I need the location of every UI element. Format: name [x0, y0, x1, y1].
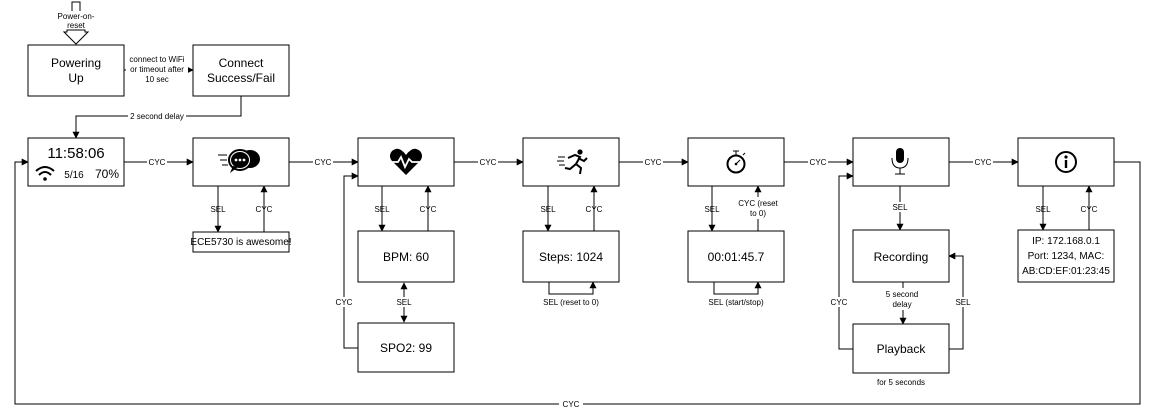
state-connect: Connect Success/Fail — [192, 44, 290, 97]
cyc-label-heart: CYC — [420, 205, 437, 214]
sel-label-stopwatch: SEL — [704, 205, 720, 214]
cyc-label-playback: CYC — [831, 298, 848, 307]
sel-label-message: SEL — [210, 205, 226, 214]
state-steps-icon — [522, 137, 620, 187]
connect-wifi-label-2: or timeout after — [130, 65, 184, 74]
sel-label-playback: SEL — [955, 298, 971, 307]
two-sec-delay-label: 2 second delay — [130, 112, 184, 121]
message-text: ECE5730 is awesome! — [190, 237, 291, 248]
powering-up-text-1: Powering — [51, 56, 101, 70]
clock-battery: 70% — [95, 167, 119, 181]
sel-reset-label: SEL (reset to 0) — [543, 298, 599, 307]
state-heart-icon — [357, 137, 455, 187]
cyc-label-loop: CYC — [563, 400, 580, 409]
cyc-reset-label-1: CYC (reset — [738, 199, 778, 208]
chat-bubbles-icon — [218, 149, 260, 173]
state-microphone-icon — [852, 137, 950, 187]
sel-label-bpm-spo2: SEL — [396, 298, 412, 307]
cyc-label-6: CYC — [975, 158, 992, 167]
bpm-text: BPM: 60 — [383, 250, 429, 264]
cyc-label-netinfo: CYC — [1081, 205, 1098, 214]
state-stopwatch-icon — [687, 137, 785, 187]
playback-text: Playback — [877, 342, 927, 356]
running-person-icon — [557, 149, 588, 175]
connect-text-2: Success/Fail — [207, 71, 275, 85]
substate-netinfo: SEL CYC IP: 172.168.0.1 Port: 1234, MAC:… — [1017, 185, 1115, 283]
state-message-icon — [192, 137, 290, 187]
five-sec-delay-label-2: delay — [892, 300, 911, 309]
for-five-sec-label: for 5 seconds — [877, 378, 925, 387]
stopwatch-icon — [726, 150, 746, 174]
powering-up-text-2: Up — [68, 71, 84, 85]
cyc-label-4: CYC — [645, 158, 662, 167]
cyc-label-steps: CYC — [586, 205, 603, 214]
power-on-reset-label-1: Power-on- — [58, 12, 95, 21]
state-clock: 11:58:06 5/16 70% — [27, 137, 125, 187]
substate-message: SEL CYC ECE5730 is awesome! — [190, 185, 292, 253]
spo2-text: SPO2: 99 — [380, 341, 432, 355]
wifi-icon — [35, 166, 55, 181]
heart-pulse-icon — [386, 148, 426, 175]
return-loop-arrow: CYC — [14, 158, 1141, 409]
substate-steps: SEL CYC Steps: 1024 SEL (reset to 0) — [522, 185, 620, 307]
connect-wifi-label-3: 10 sec — [145, 75, 169, 84]
cyc-reset-label-2: to 0) — [750, 209, 766, 218]
clock-date: 5/16 — [64, 170, 84, 181]
sel-label-steps: SEL — [540, 205, 556, 214]
cyc-arrows: CYC CYC CYC CYC CYC CYC — [124, 157, 1019, 167]
five-sec-delay-label-1: 5 second — [886, 290, 918, 299]
cyc-label-1: CYC — [149, 158, 166, 167]
cyc-label-spo2: CYC — [336, 298, 353, 307]
recording-text: Recording — [874, 250, 929, 264]
cyc-label-5: CYC — [810, 158, 827, 167]
sel-startstop-label: SEL (start/stop) — [708, 298, 764, 307]
sel-label-audio: SEL — [892, 203, 908, 212]
substate-stopwatch: SEL CYC (reset to 0) 00:01:45.7 SEL (sta… — [687, 185, 785, 307]
substate-audio: SEL Recording 5 second delay Playback fo… — [829, 172, 973, 387]
stopwatch-text: 00:01:45.7 — [708, 250, 765, 264]
cyc-label-3: CYC — [480, 158, 497, 167]
cyc-label-2: CYC — [315, 158, 332, 167]
connect-text-1: Connect — [219, 56, 264, 70]
clock-time: 11:58:06 — [47, 145, 104, 162]
power-on-reset-label-2: reset — [67, 21, 86, 30]
netinfo-ip: IP: 172.168.0.1 — [1032, 236, 1100, 247]
state-info-icon — [1017, 137, 1115, 187]
steps-text: Steps: 1024 — [539, 250, 603, 264]
connect-wifi-label-1: connect to WiFi — [129, 55, 184, 64]
sel-label-heart: SEL — [374, 205, 390, 214]
cyc-label-message: CYC — [256, 205, 273, 214]
sel-label-netinfo: SEL — [1035, 205, 1051, 214]
netinfo-port: Port: 1234, MAC: — [1028, 251, 1105, 262]
state-powering-up: Powering Up — [27, 44, 125, 97]
power-on-reset-marker: Power-on- reset — [58, 1, 95, 45]
netinfo-mac: AB:CD:EF:01:23:45 — [1022, 266, 1110, 277]
substate-heart: SEL CYC BPM: 60 SEL SPO2: 99 CYC — [334, 172, 455, 373]
info-icon — [1055, 151, 1077, 173]
microphone-icon — [891, 148, 909, 175]
